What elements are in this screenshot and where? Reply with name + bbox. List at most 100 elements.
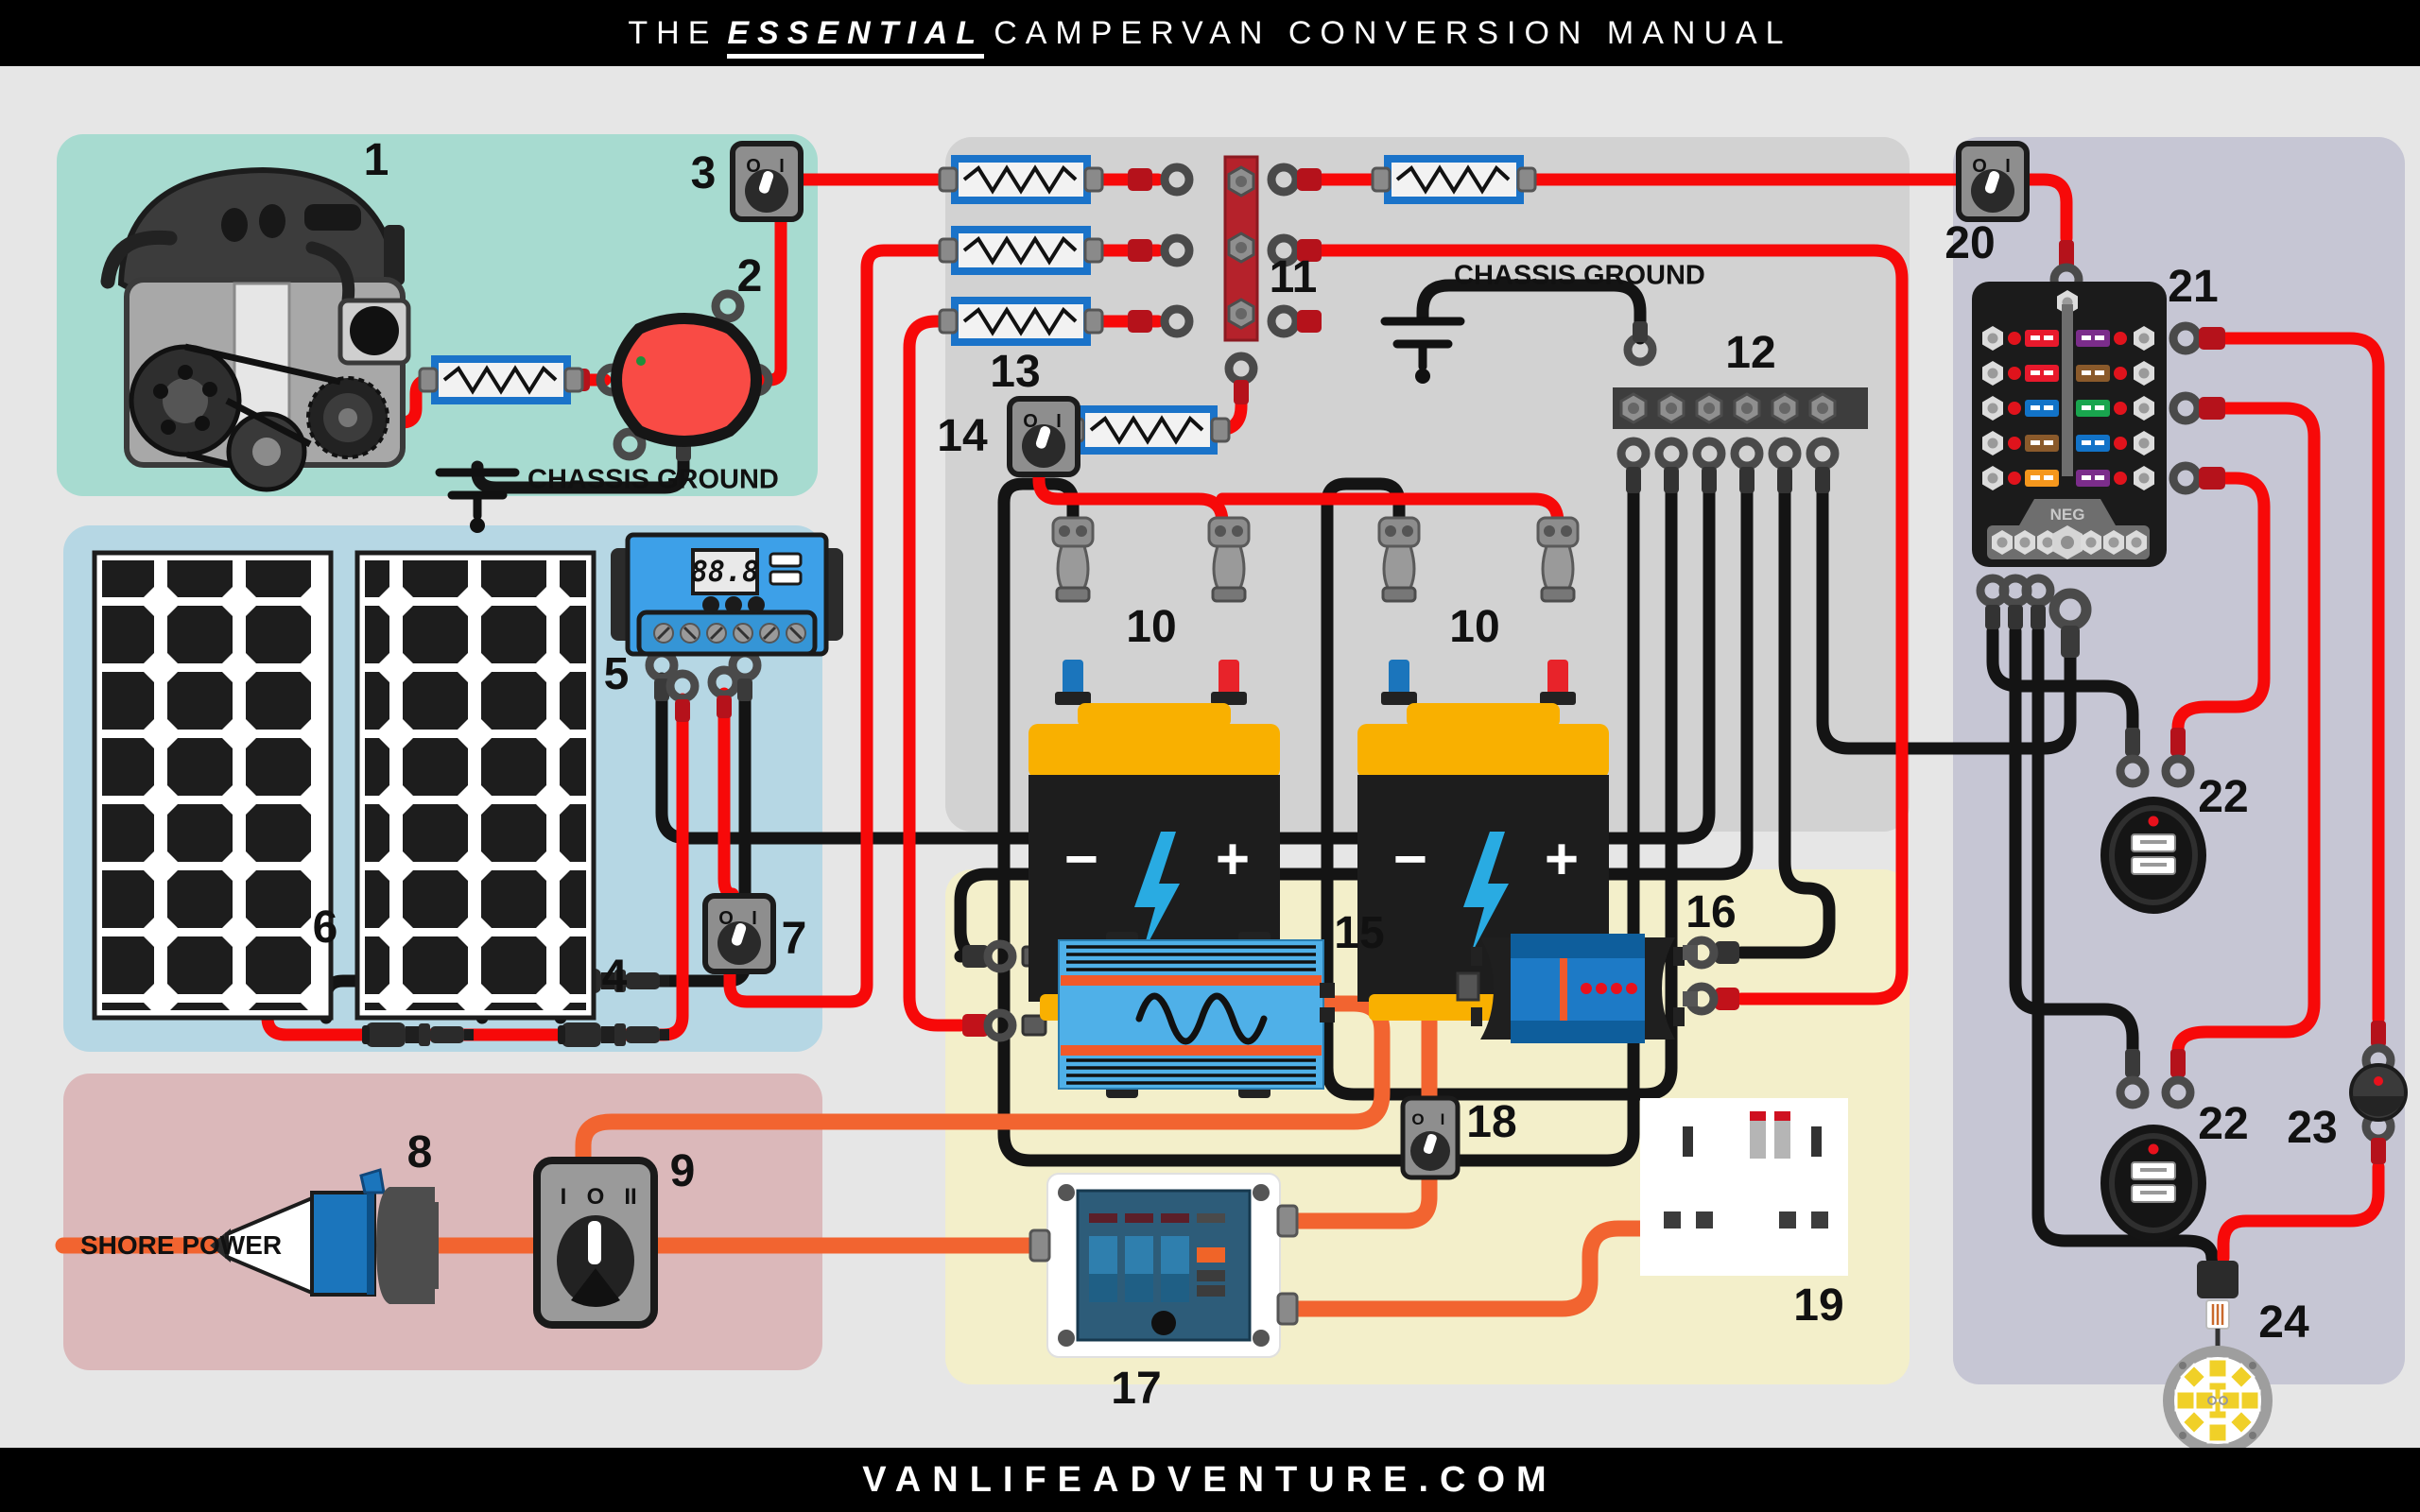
- label-battery-1: 10: [1126, 602, 1177, 652]
- switch-off-label: O: [1411, 1110, 1424, 1128]
- label-usb-2: 22: [2198, 1099, 2249, 1149]
- label-charger: 16: [1685, 887, 1737, 937]
- label-isolator-switch: 3: [690, 148, 717, 198]
- label-engine: 1: [363, 135, 389, 185]
- shore-power-inlet: [210, 1168, 439, 1304]
- wire-switch14-battery1: [1032, 471, 1229, 536]
- battery-plus-sign: +: [1545, 827, 1579, 892]
- switch-pos0-label: O: [587, 1184, 605, 1210]
- label-shore-inlet: 8: [406, 1127, 433, 1177]
- label-battery-isolator: 2: [736, 251, 763, 301]
- 12v-fuse-box: NEG: [1972, 282, 2167, 567]
- label-changeover-switch: 9: [669, 1146, 696, 1196]
- fusebox-switch: O I: [1959, 144, 2027, 219]
- label-solar-panels: 4: [601, 952, 628, 1002]
- isolator-switch: O I: [733, 144, 801, 219]
- label-mc4-connectors: 6: [312, 902, 338, 953]
- wire-usb2-neg: [2009, 625, 2139, 1056]
- wire-battery1-neg: [997, 477, 1640, 1167]
- battery-plus-sign: +: [1216, 827, 1250, 892]
- wire-busbar-charger: [1291, 244, 1909, 1005]
- engine: [100, 166, 411, 492]
- chassis-ground-label-engine: CHASSIS GROUND: [527, 464, 779, 495]
- ground-symbols: [435, 317, 1465, 521]
- switch-on-label: I: [779, 156, 785, 177]
- consumer-unit: [1028, 1173, 1299, 1358]
- switch-off-label: O: [718, 908, 734, 929]
- wire-charger-neg: [1735, 480, 1836, 959]
- wire-switch23-led: [2217, 1160, 2385, 1264]
- wire-fuse3-inverter: [903, 315, 967, 1032]
- charger-switch: O I: [1400, 1095, 1461, 1180]
- solar-panel-array: [92, 550, 596, 1021]
- battery-master-switch: O I: [1010, 399, 1078, 474]
- switch-off-label: O: [1972, 156, 1987, 177]
- switch-on-label: I: [1441, 1110, 1445, 1128]
- negative-busbar: [1613, 387, 1868, 429]
- usb-socket-2: [2100, 1125, 2206, 1242]
- fuse-engine: [420, 359, 582, 401]
- controller-display: 88.8: [691, 556, 759, 589]
- label-fusebox-switch: 20: [1945, 218, 1996, 268]
- battery-isolator: [610, 294, 763, 456]
- shore-power-label: SHORE POWER: [80, 1230, 283, 1260]
- label-charge-controller: 5: [603, 649, 630, 699]
- label-led-light: 24: [2258, 1297, 2309, 1348]
- switch-pos2-label: II: [624, 1184, 636, 1210]
- wire-solarswitch-fuse2: [723, 244, 959, 1008]
- fuse-battery-master: [1066, 409, 1229, 451]
- wire-fusebox-neg: [1816, 480, 2077, 755]
- positive-busbar: [1223, 155, 1259, 342]
- wire-battery2-neg: [1321, 477, 1678, 1101]
- footer-bar: VANLIFEADVENTURE.COM: [0, 1448, 2420, 1512]
- changeover-switch: I O II: [533, 1157, 658, 1329]
- wire-consumer-socket: [1277, 1220, 1651, 1317]
- label-light-switch: 23: [2287, 1103, 2338, 1153]
- led-light: [2163, 1261, 2273, 1455]
- label-consumer-unit: 17: [1111, 1364, 1162, 1414]
- wire-isolator-ground: [471, 453, 690, 494]
- label-battery-2: 10: [1449, 602, 1500, 652]
- usb-socket-1: [2100, 797, 2206, 914]
- light-switch: [2349, 1063, 2408, 1122]
- fuse-main-12v: [1373, 159, 1535, 200]
- label-circuit-fuses: 13: [990, 347, 1041, 397]
- wire-consumer-switch18: [1277, 1168, 1438, 1229]
- fuse-13c: [940, 301, 1102, 342]
- inverter: [1058, 932, 1335, 1098]
- fuse-13a: [940, 159, 1102, 200]
- wire-fusebox-usb1: [2171, 472, 2271, 734]
- neg-label: NEG: [2050, 506, 2085, 524]
- title-essential: ESSENTIAL: [727, 14, 985, 59]
- wire-fusebox-usb2: [2171, 402, 2321, 1057]
- chassis-ground-label-battery: CHASSIS GROUND: [1454, 260, 1705, 291]
- label-master-switch: 14: [937, 411, 988, 461]
- wire-usb1-neg: [1986, 625, 2139, 734]
- switch-on-label: I: [752, 908, 757, 929]
- switch-on-label: I: [1056, 411, 1062, 432]
- switch-off-label: O: [1023, 411, 1038, 432]
- title-the: THE: [628, 14, 718, 51]
- label-charger-switch: 18: [1466, 1097, 1517, 1147]
- switch-on-label: I: [2005, 156, 2011, 177]
- title-rest: CAMPERVAN CONVERSION MANUAL: [994, 14, 1792, 51]
- battery-charger: [1456, 934, 1698, 1043]
- battery-minus-sign: −: [1064, 827, 1098, 892]
- wire-fusebox-switch23: [2217, 332, 2385, 1025]
- solar-switch: O I: [705, 896, 773, 971]
- battery-minus-sign: −: [1393, 827, 1427, 892]
- label-solar-switch: 7: [781, 914, 807, 964]
- label-inverter: 15: [1334, 908, 1385, 958]
- mains-socket: [1640, 1098, 1848, 1276]
- footer-url: VANLIFEADVENTURE.COM: [862, 1459, 1558, 1500]
- wire-switch20-fusebox: [2020, 173, 2073, 245]
- fuse-13b: [940, 230, 1102, 271]
- label-mains-socket: 19: [1793, 1280, 1844, 1331]
- label-usb-1: 22: [2198, 772, 2249, 822]
- switch-pos1-label: I: [561, 1184, 567, 1210]
- wire-busbar-ground: [1416, 279, 1647, 345]
